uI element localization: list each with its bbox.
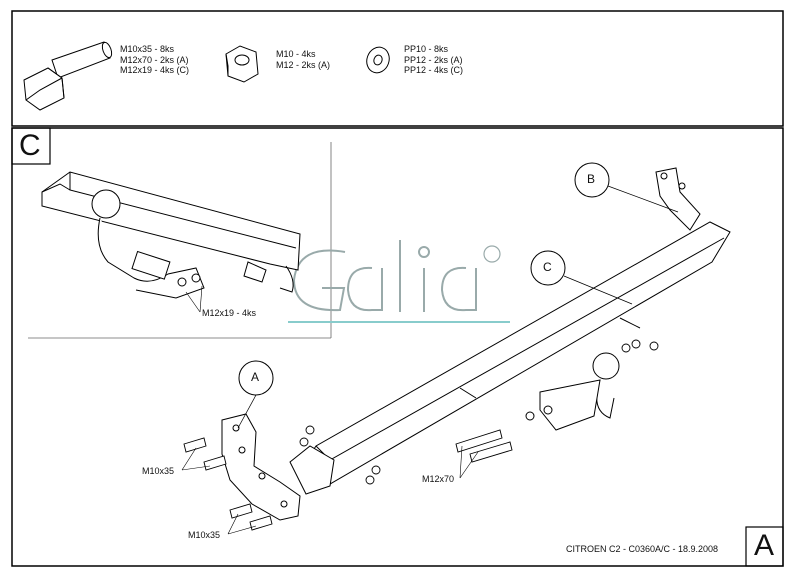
left-bottom-bolt-label: M10x35 bbox=[188, 530, 221, 540]
washer-spec-1: PP10 - 8ks bbox=[404, 44, 449, 54]
nut-spec-list: M10 - 4ks M12 - 2ks (A) bbox=[276, 49, 330, 70]
callout-b-label: B bbox=[587, 172, 596, 186]
callout-c-label: C bbox=[543, 260, 552, 274]
nut-spec-1: M10 - 4ks bbox=[276, 49, 316, 59]
towbar-crossbar bbox=[299, 221, 731, 485]
detail-bolt-leader-2 bbox=[199, 285, 203, 313]
label-leaders bbox=[181, 445, 479, 535]
callout-a-leader bbox=[237, 394, 257, 429]
bolt-spec-3: M12x19 - 4ks (C) bbox=[120, 65, 190, 75]
left-top-bolt-label: M10x35 bbox=[142, 466, 175, 476]
right-bracket bbox=[655, 167, 701, 231]
bolt-spec-1: M10x35 - 8ks bbox=[120, 44, 175, 54]
drawing-title-block: CITROEN C2 - C0360A/C - 18.9.2008 bbox=[566, 544, 719, 554]
nut-icon bbox=[225, 45, 259, 83]
detail-c-drawing bbox=[41, 171, 301, 299]
drawing-panel-frame bbox=[11, 127, 784, 567]
bolt-spec-list: M10x35 - 8ks M12x70 - 2ks (A) M12x19 - 4… bbox=[120, 44, 189, 76]
section-c-tag-frame bbox=[11, 127, 51, 165]
callout-a-bubble bbox=[238, 360, 274, 396]
callout-c-bubble bbox=[530, 250, 566, 286]
bolt-spec-2: M12x70 - 2ks (A) bbox=[120, 54, 189, 65]
washer-icon bbox=[366, 46, 390, 74]
washer-spec-3: PP12 - 4ks (C) bbox=[404, 65, 464, 75]
section-a-tag-frame bbox=[745, 526, 784, 567]
callout-a-label: A bbox=[251, 370, 260, 384]
callout-c-leader bbox=[563, 275, 633, 305]
callout-b-leader bbox=[607, 185, 679, 213]
left-bracket bbox=[221, 413, 335, 521]
right-bolt-label: M12x70 bbox=[422, 474, 455, 484]
section-a-tag: A bbox=[754, 529, 775, 562]
section-c-tag: C bbox=[19, 129, 41, 162]
washer-spec-2: PP12 - 2ks (A) bbox=[404, 54, 463, 65]
hardware-small-parts bbox=[183, 339, 659, 531]
tow-ball-assembly bbox=[525, 352, 620, 431]
callout-b-bubble bbox=[574, 162, 610, 198]
hardware-panel-frame bbox=[11, 10, 784, 127]
bolt-icon bbox=[23, 41, 113, 111]
washer-spec-list: PP10 - 8ks PP12 - 2ks (A) PP12 - 4ks (C) bbox=[404, 44, 463, 76]
nut-spec-2: M12 - 2ks (A) bbox=[276, 59, 331, 70]
detail-bolt-leader bbox=[185, 291, 201, 313]
detail-bolt-label: M12x19 - 4ks bbox=[202, 308, 257, 318]
galia-logo bbox=[288, 240, 510, 323]
